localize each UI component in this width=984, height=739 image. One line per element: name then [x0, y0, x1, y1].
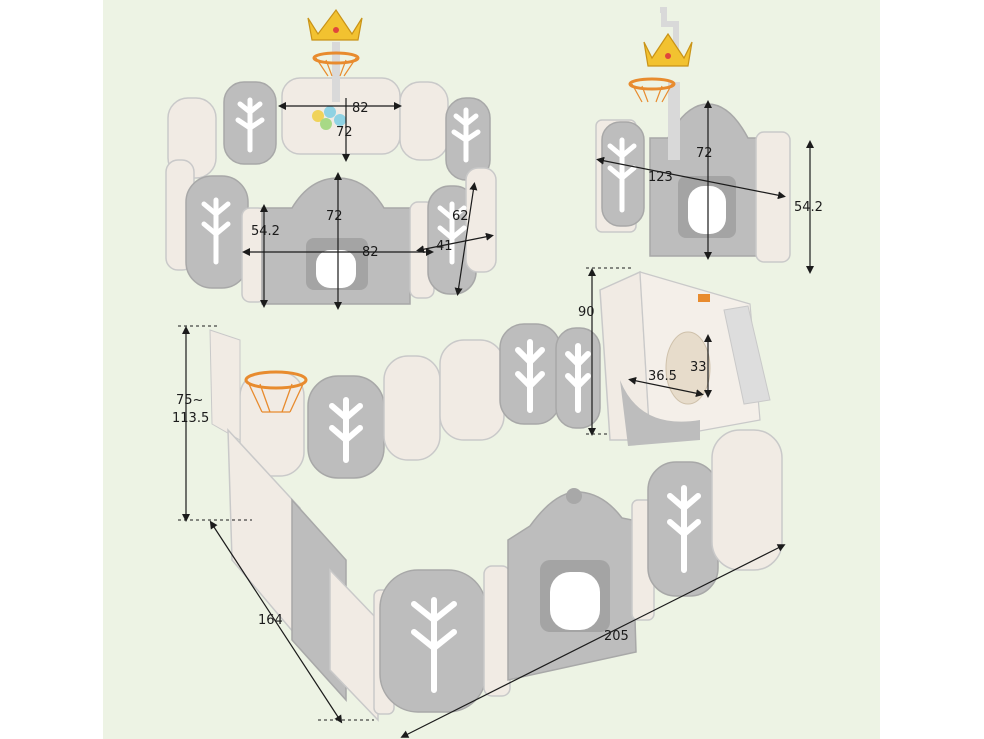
gate-width-label: 82	[362, 245, 379, 260]
basketball-hoop-icon	[628, 77, 676, 103]
panel-width-label: 41	[436, 239, 453, 254]
swing-height-label: 90	[578, 305, 595, 320]
crown-icon	[643, 32, 693, 67]
top-left-view: 82 72 72 82 54.2 62 41	[165, 8, 497, 310]
length-label: 205	[604, 629, 629, 644]
width-label: 123	[648, 170, 673, 185]
basketball-hoop-icon	[244, 370, 308, 413]
side-height-label: 54.2	[794, 200, 823, 215]
crown-icon	[307, 8, 363, 41]
hoop-width-label: 82	[352, 101, 369, 116]
top-left-hoop	[312, 42, 360, 130]
panel-diag-label: 62	[452, 209, 469, 224]
depth-label: 164	[258, 613, 283, 628]
back-panels	[167, 77, 491, 181]
hoop-height-label-line1: 75~	[176, 393, 203, 408]
main-view: 75~ 113.5 90 36.5 33 164 205	[172, 267, 786, 738]
seat-height-label: 33	[690, 360, 707, 375]
hoop-height-label-line2: 113.5	[172, 411, 209, 426]
seat-width-label: 36.5	[648, 369, 677, 384]
panel-height-label: 54.2	[251, 224, 280, 239]
gate-height-label: 72	[326, 209, 343, 224]
hoop-height-label: 72	[336, 125, 353, 140]
back-wall	[239, 323, 601, 479]
top-right-view: 72 123 54.2	[595, 7, 823, 274]
height-label: 72	[696, 146, 713, 161]
